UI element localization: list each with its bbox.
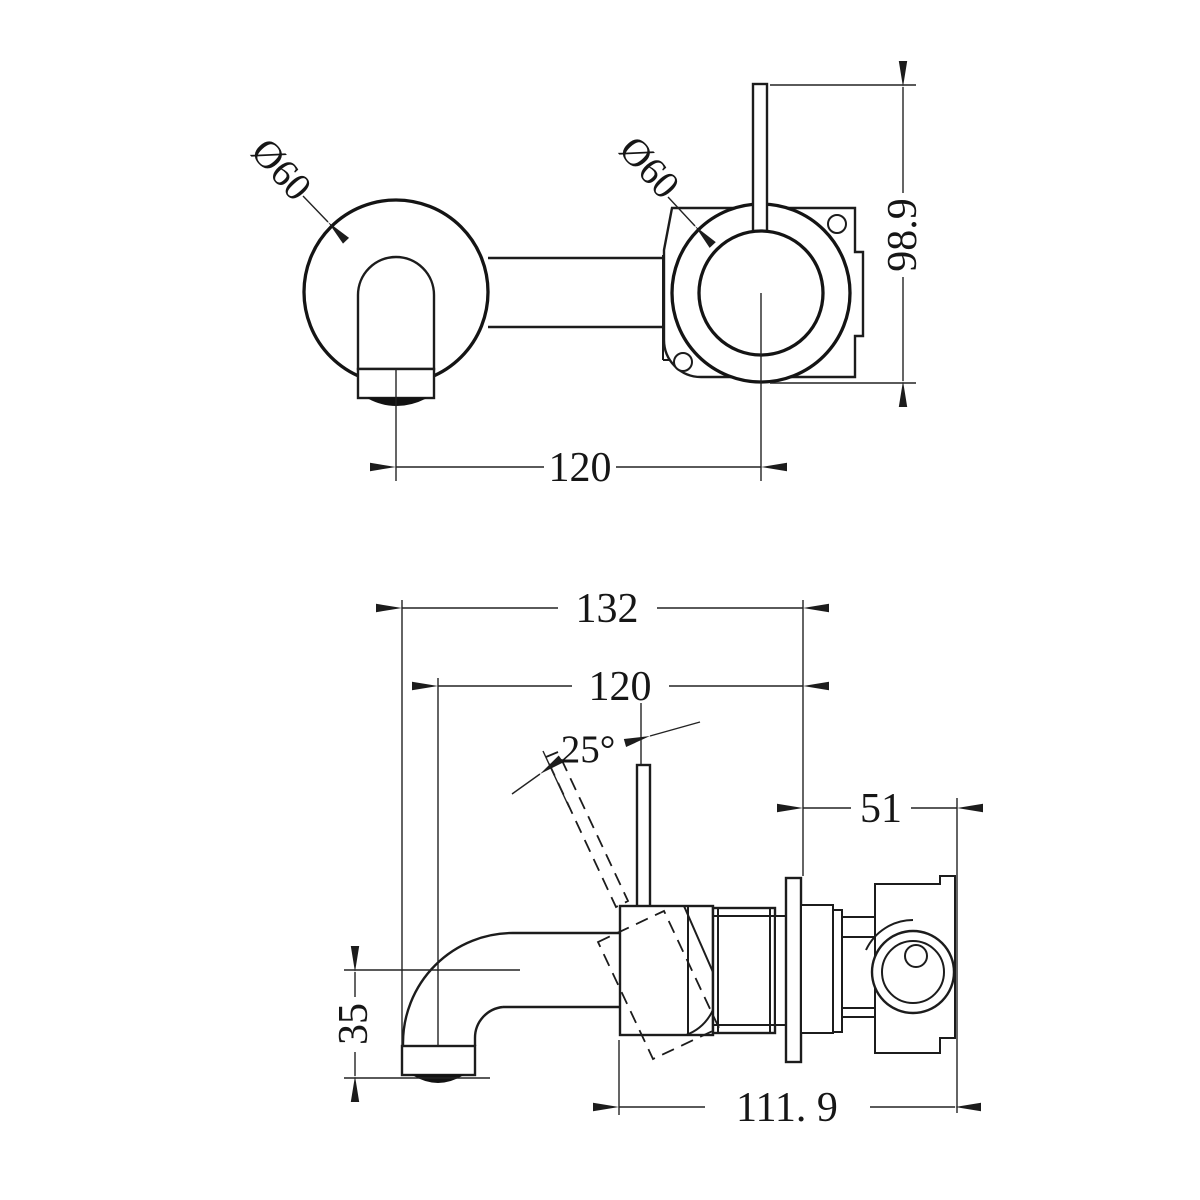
- inlet-port-outer: [870, 929, 956, 1015]
- aerator-side: [411, 1074, 465, 1083]
- aerator-front: [367, 397, 427, 406]
- dim-spout-diameter-label: Ø60: [243, 130, 320, 209]
- dim-spout-drop-35: 35: [331, 1003, 377, 1045]
- inlet-port-inner: [881, 940, 945, 1004]
- dim-center-distance: 120: [370, 445, 787, 491]
- dim-body-length-111-9: 111. 9: [736, 1085, 838, 1131]
- dim-handle-angle: 25°: [511, 703, 701, 808]
- spout-outlet-side: [400, 1044, 477, 1077]
- dim-spout-projection: 120: [412, 664, 829, 710]
- connecting-pipe: [488, 254, 676, 361]
- dim-concealed-depth-51: 51: [860, 786, 902, 832]
- spout-side: [400, 931, 620, 1083]
- wall-flange: [784, 876, 803, 1064]
- valve-body: [618, 904, 719, 1037]
- dim-height: 98.9: [770, 61, 926, 407]
- spout-front: [356, 255, 436, 371]
- dim-overall-depth: 132: [376, 586, 829, 632]
- dim-overall-depth-132: 132: [576, 586, 639, 632]
- extension-lines: [344, 600, 958, 1115]
- dim-body-length: 111. 9: [593, 1085, 981, 1131]
- dim-handle-angle-25: 25°: [561, 728, 616, 771]
- cartridge-rings: [711, 906, 787, 1035]
- dim-height-98-9: 98.9: [880, 198, 926, 272]
- dim-handle-diameter-label: Ø60: [611, 128, 688, 207]
- screw-hole-top: [827, 214, 847, 234]
- dim-spout-drop: 35: [331, 946, 377, 1102]
- side-view: 25° 132 120 51: [331, 586, 983, 1131]
- dim-center-distance-120: 120: [549, 445, 612, 491]
- front-view: 120 98.9 Ø60 Ø60: [243, 61, 926, 491]
- dim-concealed-depth: 51: [777, 786, 983, 832]
- inlet-port-screw: [904, 944, 928, 968]
- handle-lever-front: [751, 82, 769, 237]
- handle-lever-side: [635, 763, 652, 910]
- label-spout-diameter: Ø60: [243, 130, 350, 244]
- dashed-handle-tilted: [544, 750, 721, 1061]
- inwall-valve-body: [800, 875, 956, 1054]
- dim-spout-projection-120: 120: [589, 664, 652, 710]
- screw-hole-bottom: [673, 352, 693, 372]
